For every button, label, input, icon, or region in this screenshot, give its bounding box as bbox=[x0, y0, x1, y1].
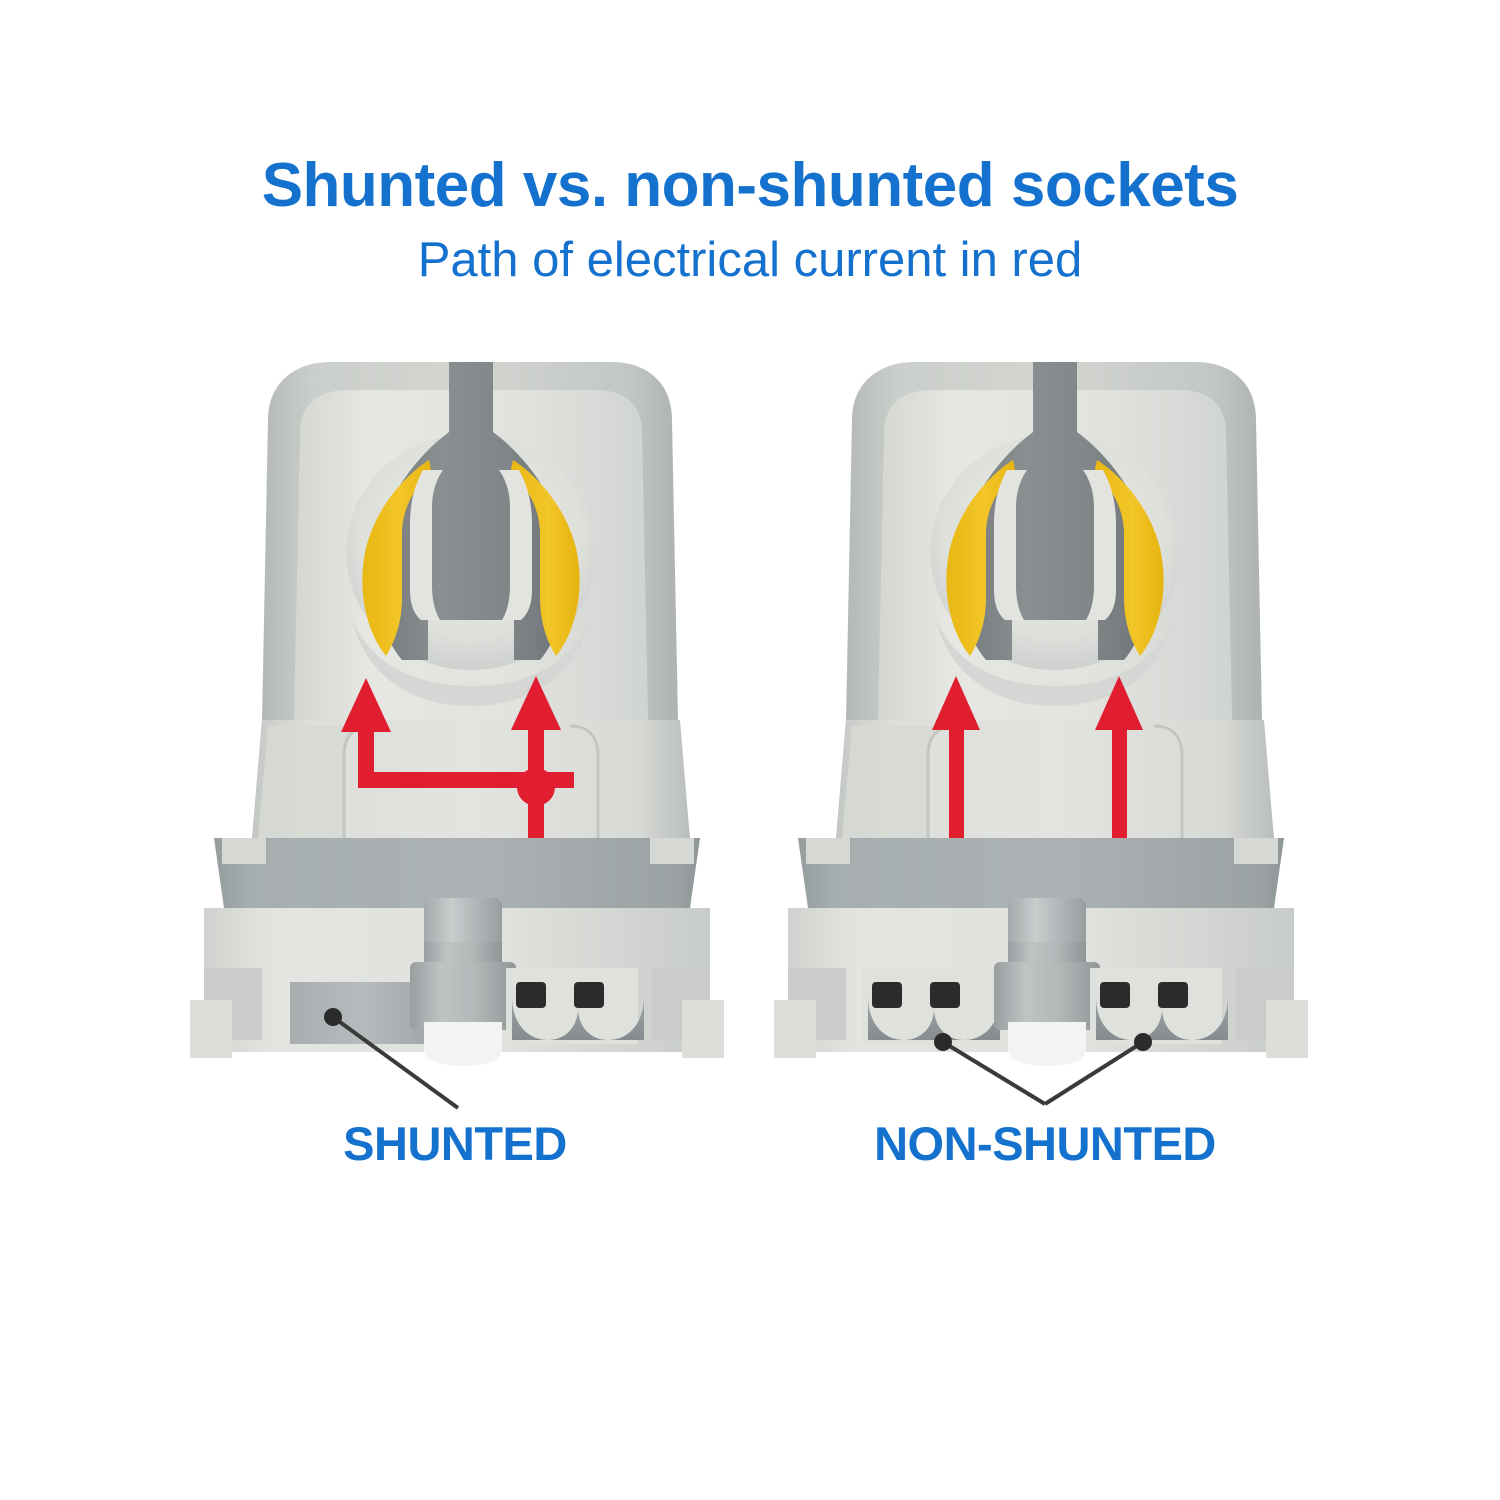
socket-non-shunted[interactable]: NON-SHUNTED bbox=[774, 362, 1308, 1170]
socket-label-shunted: SHUNTED bbox=[343, 1117, 567, 1170]
page-subtitle: Path of electrical current in red bbox=[417, 233, 1083, 287]
shunted-solid-block bbox=[290, 982, 438, 1044]
mounting-bar-notch-left bbox=[222, 838, 266, 864]
socket-midbody bbox=[836, 720, 1274, 840]
contact-slot-right bbox=[1083, 470, 1116, 620]
leader-non-shunted bbox=[934, 1033, 1152, 1106]
current-path-non-shunted bbox=[932, 676, 1143, 860]
contact-yellow-left bbox=[362, 460, 432, 656]
leader-shunted bbox=[324, 1008, 460, 1110]
terminal-pair-right[interactable] bbox=[506, 968, 644, 1044]
page-title: Shunted vs. non-shunted sockets bbox=[261, 151, 1239, 220]
mounting-bar-notch-left bbox=[806, 838, 850, 864]
cavity-lip bbox=[936, 620, 1174, 706]
cavity-lip bbox=[352, 620, 590, 706]
center-post bbox=[994, 898, 1100, 1066]
foot-ledge-left bbox=[190, 1000, 232, 1058]
foot-ledge-right bbox=[682, 1000, 724, 1058]
terminal-hole-2 bbox=[574, 982, 604, 1008]
center-post bbox=[410, 898, 516, 1066]
shoulder-panel-left bbox=[258, 726, 368, 840]
contact-slot-left bbox=[410, 470, 443, 620]
terminal-pair-right[interactable] bbox=[1090, 968, 1228, 1044]
contact-yellow-right bbox=[510, 460, 580, 656]
foot-ledge-left bbox=[774, 1000, 816, 1058]
mounting-bar-notch-right bbox=[1234, 838, 1278, 864]
foot-ledge-right bbox=[1266, 1000, 1308, 1058]
shoulder-seam-right bbox=[569, 724, 600, 840]
terminal-hole-1 bbox=[516, 982, 546, 1008]
terminal-hole-1 bbox=[872, 982, 902, 1008]
contact-yellow-left bbox=[946, 460, 1016, 656]
terminal-hole-3 bbox=[1100, 982, 1130, 1008]
current-path-shunted bbox=[341, 676, 574, 860]
socket-shunted[interactable]: SHUNTED bbox=[190, 362, 724, 1170]
mounting-bar bbox=[798, 838, 1284, 908]
terminal-hole-4 bbox=[1158, 982, 1188, 1008]
socket-label-non-shunted: NON-SHUNTED bbox=[874, 1117, 1216, 1170]
heading-block: Shunted vs. non-shunted sockets Path of … bbox=[0, 150, 1500, 290]
shoulder-seam-right bbox=[1153, 724, 1184, 840]
mounting-bar bbox=[214, 838, 700, 908]
mounting-bar-notch-right bbox=[650, 838, 694, 864]
contact-slot-right bbox=[499, 470, 532, 620]
terminal-pair-left[interactable] bbox=[862, 968, 1000, 1044]
terminal-hole-2 bbox=[930, 982, 960, 1008]
shoulder-panel-left bbox=[842, 726, 952, 840]
contact-yellow-right bbox=[1094, 460, 1164, 656]
contact-slot-left bbox=[994, 470, 1027, 620]
